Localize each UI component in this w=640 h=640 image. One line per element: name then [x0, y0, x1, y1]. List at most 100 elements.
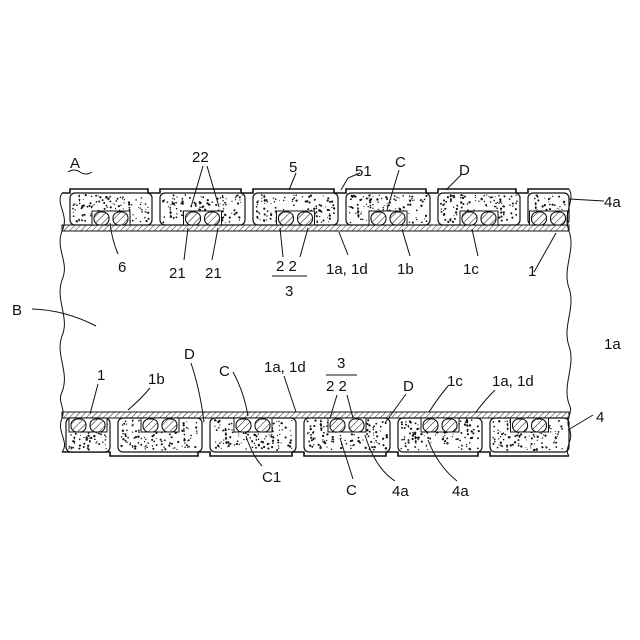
foam-dot [496, 207, 498, 209]
foam-dot [103, 202, 105, 204]
reinforcing-rib [462, 212, 477, 225]
foam-dot [180, 210, 182, 212]
foam-dot [172, 198, 173, 199]
foam-dot [216, 429, 218, 431]
foam-dot [409, 420, 411, 422]
foam-dot [70, 434, 72, 436]
foam-dot [313, 425, 315, 427]
foam-dot [402, 195, 404, 197]
foam-dot [320, 420, 322, 422]
foam-dot [196, 430, 198, 432]
foam-dot [256, 210, 258, 212]
foam-dot [499, 200, 501, 202]
foam-dot [382, 438, 384, 440]
foam-dot [137, 436, 139, 438]
foam-dot [450, 196, 452, 198]
foam-dot [224, 202, 226, 204]
foam-dot [173, 217, 175, 219]
foam-dot [349, 212, 350, 213]
foam-dot [468, 201, 470, 203]
foam-dot [276, 421, 277, 422]
reinforcing-rib [349, 419, 364, 432]
foam-dot [415, 442, 417, 444]
foam-dot [109, 200, 111, 202]
foam-dot [413, 199, 414, 200]
foam-dot [95, 442, 96, 443]
foam-dot [264, 200, 266, 202]
foam-dot [537, 199, 539, 201]
foam-dot [369, 425, 371, 427]
foam-dot [310, 434, 312, 436]
foam-dot [320, 425, 322, 427]
foam-dot [170, 204, 171, 205]
foam-dot [353, 444, 355, 446]
reinforcing-rib [371, 212, 386, 225]
foam-dot [374, 442, 375, 443]
foam-dot [148, 213, 149, 214]
foam-dot [78, 220, 79, 221]
foam-dot [416, 219, 418, 221]
foam-dot [340, 447, 342, 449]
foam-dot [381, 198, 382, 199]
foam-dot [473, 429, 475, 431]
foam-dot [452, 221, 454, 223]
foam-dot [291, 435, 292, 436]
foam-dot [233, 213, 235, 215]
foam-dot [318, 444, 320, 446]
foam-dot [132, 214, 133, 215]
foam-dot [368, 197, 369, 198]
label-1-top: 1 [528, 263, 536, 280]
foam-dot [485, 204, 487, 206]
foam-dot [497, 432, 499, 434]
foam-dot [398, 207, 400, 209]
foam-dot [366, 433, 368, 435]
foam-dot [326, 440, 327, 441]
label-D-bottom-left: D [184, 346, 195, 363]
foam-dot [362, 219, 364, 221]
foam-dot [71, 447, 73, 449]
foam-dot [199, 207, 201, 209]
foam-dot [412, 200, 413, 201]
foam-dot [164, 439, 166, 441]
foam-dot [266, 219, 267, 220]
foam-dot [91, 196, 93, 198]
foam-dot [493, 426, 495, 428]
foam-dot [285, 426, 287, 428]
foam-dot [498, 202, 499, 203]
foam-dot [83, 204, 85, 206]
foam-dot [552, 204, 554, 206]
foam-dot [141, 211, 143, 213]
foam-dot [239, 196, 241, 198]
foam-dot [501, 433, 503, 435]
foam-dot [498, 444, 499, 445]
foam-dot [352, 207, 354, 209]
foam-dot [412, 432, 413, 433]
foam-dot [119, 210, 120, 211]
foam-dot [272, 436, 274, 438]
foam-dot [512, 202, 514, 204]
foam-dot [509, 437, 511, 439]
foam-dot [407, 449, 409, 451]
foam-dot [357, 204, 359, 206]
foam-dot [291, 420, 292, 421]
foam-dot [252, 446, 254, 448]
foam-dot [350, 445, 351, 446]
foam-dot [182, 199, 183, 200]
foam-dot [78, 448, 80, 450]
foam-dot [186, 421, 187, 422]
foam-dot [275, 221, 276, 222]
top-wall [62, 189, 569, 231]
foam-dot [144, 217, 146, 219]
foam-dot [416, 428, 418, 430]
bottom-segment [398, 418, 482, 452]
label-A: A [70, 155, 80, 172]
foam-dot [231, 213, 232, 214]
foam-dot [76, 204, 78, 206]
foam-dot [239, 219, 240, 220]
foam-dot [309, 432, 310, 433]
foam-dot [255, 445, 256, 446]
foam-dot [475, 197, 476, 198]
foam-dot [172, 203, 174, 205]
foam-dot [207, 199, 209, 201]
foam-dot [184, 447, 186, 449]
